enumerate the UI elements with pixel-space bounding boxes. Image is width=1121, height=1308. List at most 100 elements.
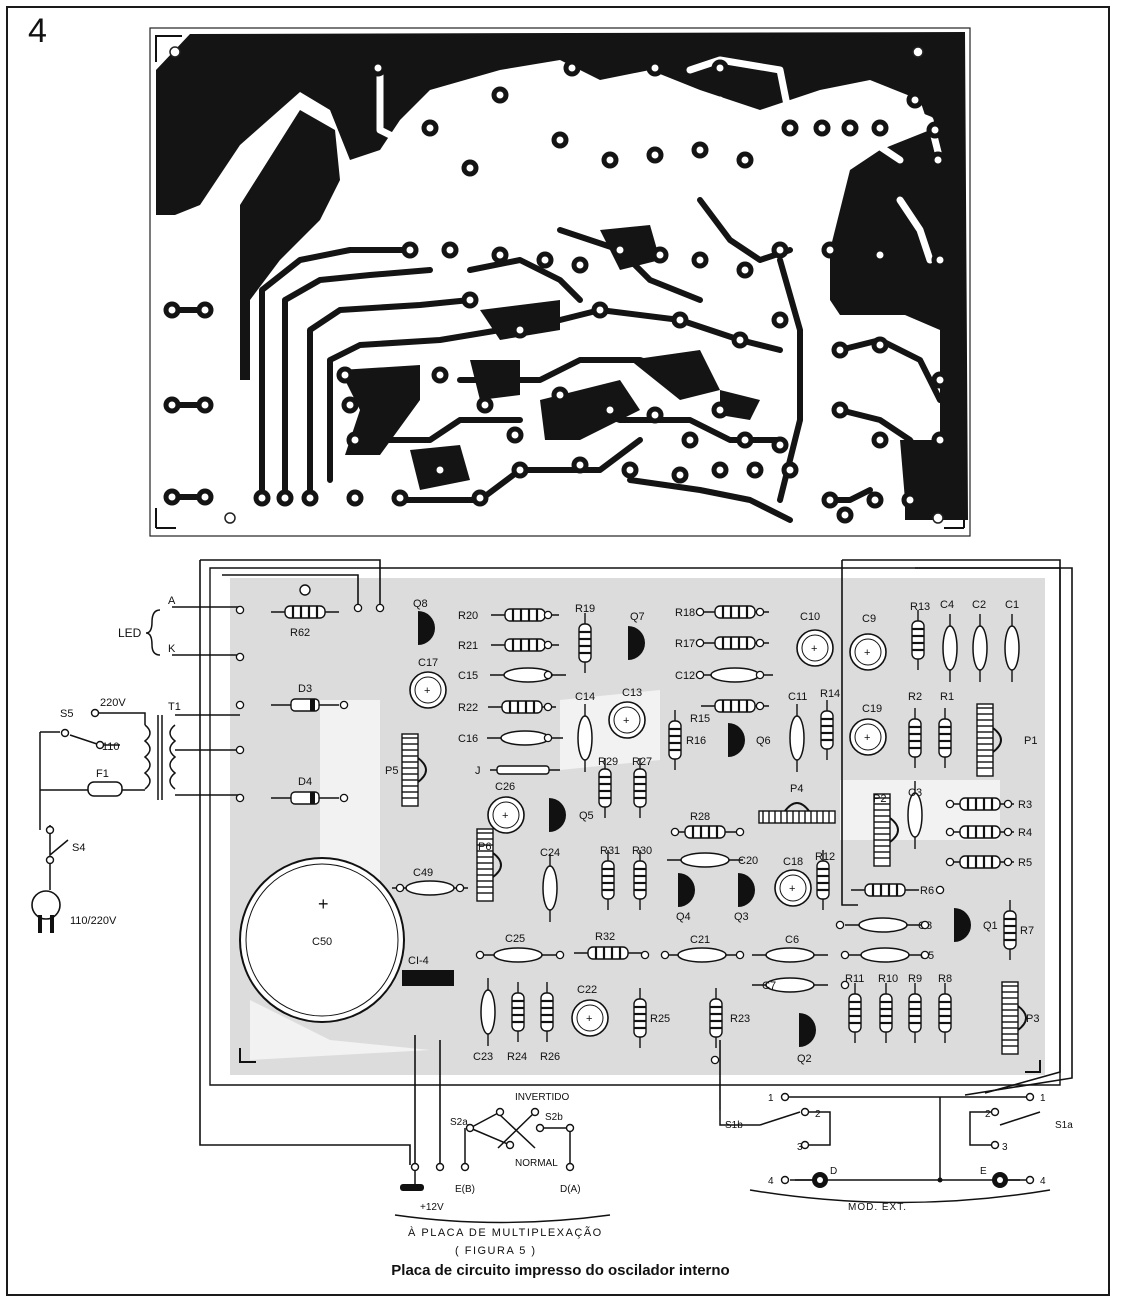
svg-text:+: + [789,883,795,895]
r16-label: R16 [686,735,706,747]
pin4-right-label: 4 [1040,1176,1046,1187]
c17-electrolytic: + [409,671,447,709]
r24-label: R24 [507,1051,527,1063]
r29-label: R29 [598,756,618,768]
r1-label: R1 [940,691,954,703]
d3-label: D3 [298,683,312,695]
q8-label: Q8 [413,598,428,610]
r13-resistor [911,610,925,670]
led-label: LED [118,626,142,640]
c24-capacitor [542,854,558,922]
r11-label: R11 [845,973,864,985]
r32-resistor [574,946,642,960]
r11-resistor [848,983,862,1043]
c1-label: C1 [1005,599,1019,611]
c19-electrolytic: + [849,718,887,756]
r30-resistor [633,850,647,910]
t1-label: T1 [168,701,181,713]
j-jumper [490,765,560,775]
c21-capacitor [664,947,740,963]
c17-label: C17 [418,657,438,669]
r24-resistor [511,982,525,1042]
svg-text:+: + [424,685,430,697]
c20-label: C20 [738,855,758,867]
j-label: J [475,765,481,777]
svg-text:+: + [502,810,508,822]
c4-capacitor [942,614,958,682]
r3-label: R3 [1018,799,1032,811]
f1-label: F1 [96,768,109,780]
d4-label: D4 [298,776,312,788]
p3-trimpot [1001,981,1027,1055]
r31-label: R31 [600,845,620,857]
r21-label: R21 [458,640,478,652]
c6-label: C6 [785,934,799,946]
r5-resistor [946,855,1014,869]
p5-label: P5 [385,765,398,777]
c23-capacitor [480,978,496,1046]
r4-resistor [946,825,1014,839]
q6-label: Q6 [756,735,771,747]
tap-110-label: 110 [102,741,120,753]
r18-label: R18 [675,607,695,619]
svg-text:+: + [623,715,629,727]
normal-label: NORMAL [515,1158,558,1169]
c13-label: C13 [622,687,642,699]
c26-electrolytic: + [487,796,525,834]
r26-label: R26 [540,1051,560,1063]
s4-label: S4 [72,842,85,854]
r17-label: R17 [675,638,695,650]
c50-capacitor: + [239,857,405,1023]
ci4-ic [402,970,454,986]
r15-resistor [701,699,769,713]
s1b-pin2-label: 2 [815,1109,821,1120]
c21-label: C21 [690,934,710,946]
r7-resistor [1003,900,1017,960]
invertido-label: INVERTIDO [515,1092,569,1103]
s1b-label: S1b [725,1120,743,1131]
c25-label: C25 [505,933,525,945]
c4-label: C4 [940,599,954,611]
c19-label: C19 [862,703,882,715]
c5-capacitor [847,947,923,963]
r8-resistor [938,983,952,1043]
r1-resistor [938,708,952,768]
s1b-pin1-label: 1 [768,1093,774,1104]
r5-label: R5 [1018,857,1032,869]
r6-label: R6 [920,885,934,897]
r32-label: R32 [595,931,615,943]
c13-electrolytic: + [608,701,646,739]
d4-diode [271,791,339,805]
c3-label: C3 [908,787,922,799]
q4-label: Q4 [676,911,691,923]
to-board-label: À PLACA DE MULTIPLEXAÇÃO [408,1226,603,1239]
c18-electrolytic: + [774,869,812,907]
c1-capacitor [1004,614,1020,682]
c11-capacitor [789,704,805,772]
q2-transistor [799,1013,816,1047]
d-label: D [830,1166,837,1177]
s1a-pin1-label: 1 [1040,1093,1046,1104]
r19-resistor [578,613,592,673]
p4-trimpot [758,802,836,824]
solder-pads [235,603,1013,1065]
figure-ref-label: ( FIGURA 5 ) [455,1245,537,1257]
p1-trimpot [976,703,1002,777]
q3-label: Q3 [734,911,749,923]
r6-resistor [851,883,919,897]
p6-trimpot [476,828,502,902]
tap-220-label: 220V [100,697,126,709]
c9-electrolytic: + [849,633,887,671]
r28-resistor [671,825,739,839]
r4-label: R4 [1018,827,1032,839]
d3-diode [271,698,339,712]
c50-label: C50 [312,936,332,948]
p2-trimpot [873,793,899,867]
s2b-label: S2b [545,1112,563,1123]
c11-label: C11 [788,691,807,703]
c3-capacitor [907,781,923,849]
r20-label: R20 [458,610,478,622]
c24-label: C24 [540,847,560,859]
eb-label: E(B) [455,1184,475,1195]
p6-label: P6 [478,841,491,853]
